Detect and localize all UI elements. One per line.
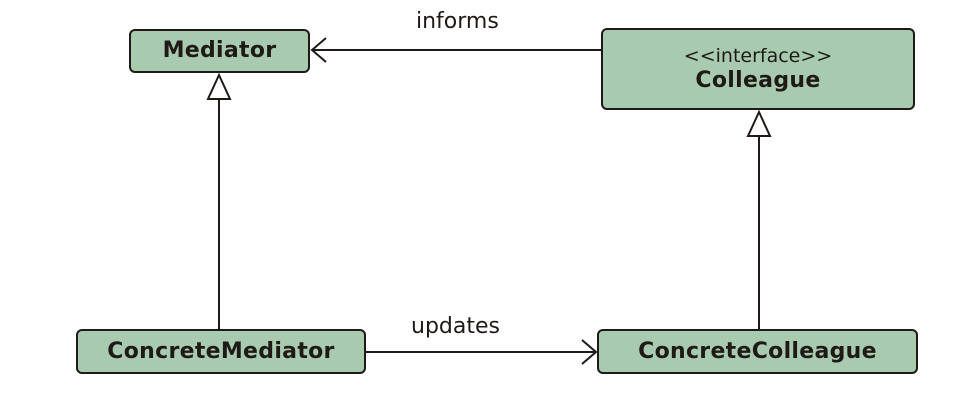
edge-label-updates: updates — [411, 314, 500, 339]
class-node-mediator[interactable]: Mediator — [129, 29, 310, 73]
generalization-triangle-icon — [746, 109, 772, 137]
class-node-colleague[interactable]: <<interface>> Colleague — [601, 28, 915, 110]
edge-updates — [366, 339, 598, 365]
class-stereotype: <<interface>> — [683, 45, 833, 67]
class-node-concrete-colleague[interactable]: ConcreteColleague — [597, 329, 918, 374]
generalization-triangle-icon — [206, 72, 232, 100]
class-name: Mediator — [162, 38, 277, 63]
edge-mediator-generalization — [206, 72, 232, 329]
class-name: Colleague — [695, 68, 821, 93]
edge-informs — [310, 37, 601, 63]
class-node-concrete-mediator[interactable]: ConcreteMediator — [76, 329, 366, 374]
edge-informs-arrowhead — [310, 37, 327, 63]
edge-colleague-generalization — [746, 109, 772, 329]
class-name: ConcreteColleague — [638, 338, 877, 364]
edge-updates-arrowhead — [581, 339, 598, 365]
edge-label-informs: informs — [416, 9, 499, 34]
class-name: ConcreteMediator — [107, 338, 335, 364]
